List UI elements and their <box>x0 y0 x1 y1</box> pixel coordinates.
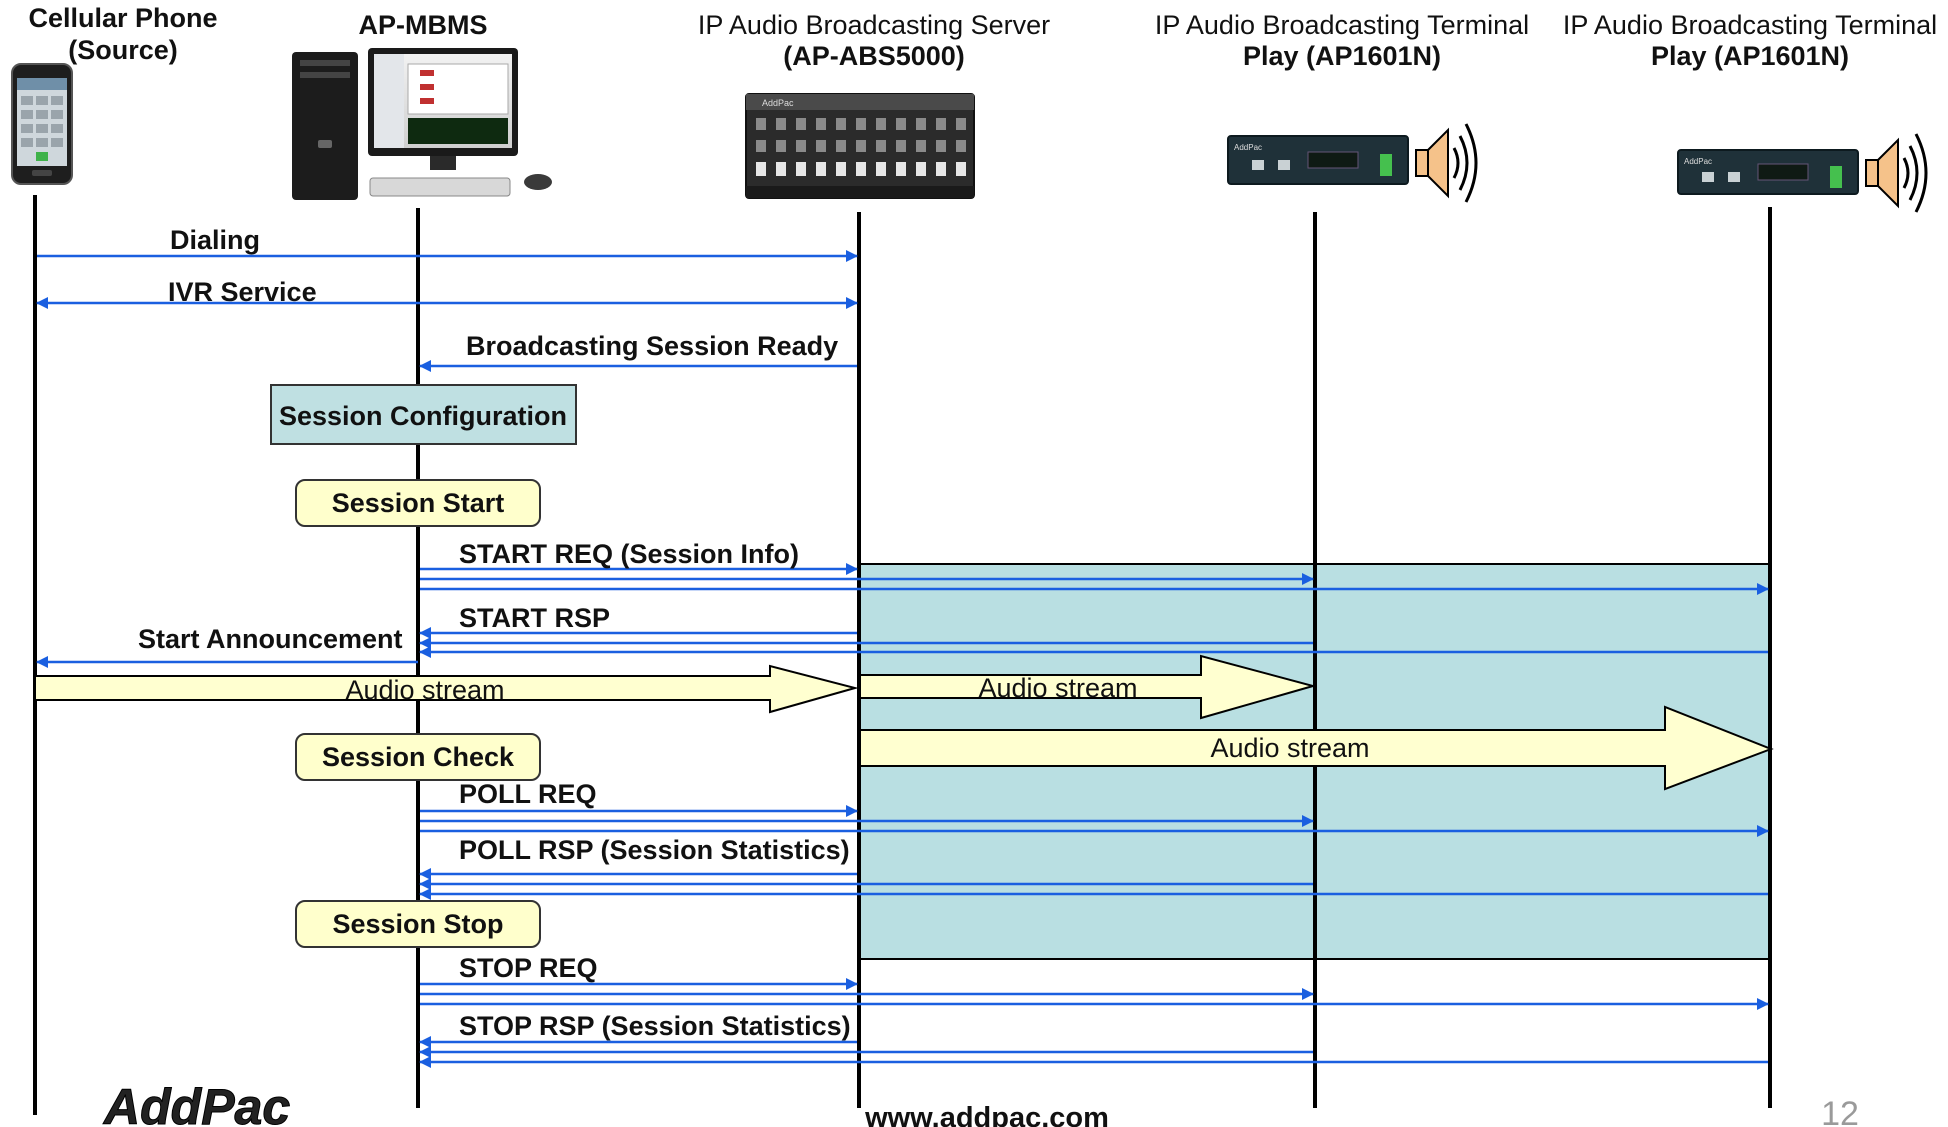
audio-stream-arrow-2 <box>859 654 1317 720</box>
header-mbms-title: AP-MBMS <box>359 10 488 40</box>
audio-stream-label-3: Audio stream <box>1210 733 1369 763</box>
header-phone-subtitle: (Source) <box>68 35 178 65</box>
label-start-announcement: Start Announcement <box>138 624 403 654</box>
pc-workstation-icon <box>292 48 552 200</box>
session-config-label: Session Configuration <box>279 401 567 431</box>
session-start-label: Session Start <box>332 488 505 518</box>
session-stop-box <box>295 900 541 948</box>
audio-stream-arrow-1 <box>34 664 859 714</box>
label-ivr: IVR Service <box>168 277 317 307</box>
header-terminal1-title: IP Audio Broadcasting Terminal <box>1155 10 1529 40</box>
footer-url: www.addpac.com <box>864 1102 1109 1127</box>
label-stop-rsp: STOP RSP (Session Statistics) <box>459 1011 851 1041</box>
cellular-phone-icon <box>11 63 73 185</box>
audio-stream-label-2: Audio stream <box>978 673 1137 703</box>
header-terminal2-title: IP Audio Broadcasting Terminal <box>1563 10 1937 40</box>
page-number: 12 <box>1821 1095 1859 1127</box>
addpac-logo: AddPac <box>102 1079 290 1127</box>
label-start-rsp: START RSP <box>459 603 610 633</box>
label-session-ready: Broadcasting Session Ready <box>466 331 838 361</box>
terminal1-device-icon: AddPac <box>1227 135 1409 185</box>
audio-stream-label-1: Audio stream <box>345 675 504 705</box>
label-dialing: Dialing <box>170 225 260 255</box>
header-phone-title: Cellular Phone <box>28 3 217 33</box>
header-server-subtitle: (AP-ABS5000) <box>783 41 965 71</box>
session-check-box <box>295 733 541 781</box>
session-check-label: Session Check <box>322 742 515 772</box>
header-server-title: IP Audio Broadcasting Server <box>698 10 1050 40</box>
audio-stream-arrow-3 <box>859 705 1774 791</box>
broadcasting-server-icon: AddPac <box>745 93 975 199</box>
header-terminal1-subtitle: Play (AP1601N) <box>1243 41 1441 71</box>
terminal2-brand: AddPac <box>1684 157 1712 166</box>
terminal2-device-icon: AddPac <box>1677 149 1859 195</box>
header-terminal2-subtitle: Play (AP1601N) <box>1651 41 1849 71</box>
speaker-icon-1 <box>1415 123 1478 203</box>
session-stop-label: Session Stop <box>332 909 503 939</box>
label-poll-req: POLL REQ <box>459 779 597 809</box>
session-config-box <box>270 384 577 445</box>
label-poll-rsp: POLL RSP (Session Statistics) <box>459 835 850 865</box>
terminal1-brand: AddPac <box>1234 143 1262 152</box>
label-start-req: START REQ (Session Info) <box>459 539 799 569</box>
session-start-box <box>295 479 541 527</box>
speaker-icon-2 <box>1865 133 1928 213</box>
server-brand: AddPac <box>762 98 794 108</box>
label-stop-req: STOP REQ <box>459 953 598 983</box>
